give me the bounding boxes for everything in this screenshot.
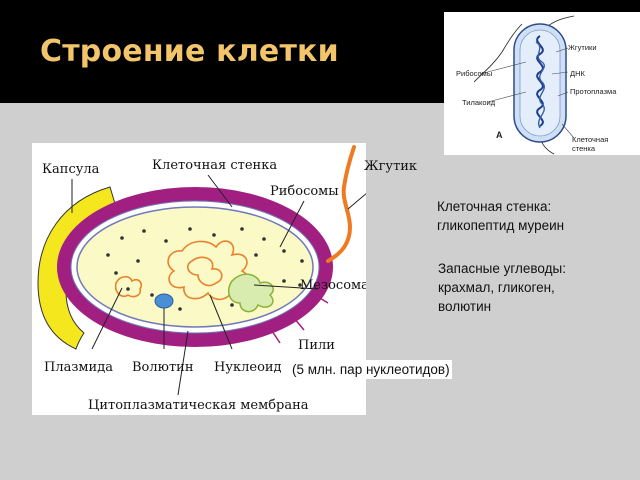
cell-wall-note-line2: гликопептид муреин bbox=[437, 218, 565, 233]
small-dna-strand bbox=[535, 41, 545, 129]
reserve-note-line1: Запасные углеводы: bbox=[438, 261, 566, 276]
nucleoid-size-note: (5 млн. пар нуклеотидов) bbox=[290, 360, 452, 379]
small-label-protoplasm: Протоплазма bbox=[570, 87, 617, 96]
label-plasmid: Плазмида bbox=[44, 360, 113, 375]
ribosome-dots bbox=[106, 227, 304, 311]
cell-wall-note: Клеточная стенка: гликопептид муреин bbox=[437, 197, 564, 235]
volutin-shape bbox=[154, 293, 174, 309]
reserve-note-line2: крахмал, гликоген, bbox=[438, 280, 555, 295]
label-capsule: Капсула bbox=[42, 162, 100, 177]
plasmid-shape bbox=[114, 275, 143, 298]
cytoplasm-shape bbox=[76, 206, 314, 328]
bacterial-cell-diagram: Капсула Клеточная стенка Рибосомы Мезосо… bbox=[32, 143, 366, 415]
small-label-ribosomes: Рибосомы bbox=[456, 69, 492, 78]
small-label-thylakoid: Тилакоид bbox=[462, 98, 496, 107]
pili-shape bbox=[271, 294, 329, 344]
flagellum-shape bbox=[326, 145, 356, 263]
label-cell-wall: Клеточная стенка bbox=[152, 158, 277, 173]
small-label-panel: А bbox=[496, 130, 503, 140]
small-label-flagella: Жгутики bbox=[568, 43, 597, 52]
small-leader-lines bbox=[479, 47, 575, 139]
small-protoplasm-shape bbox=[519, 29, 561, 137]
slide-title: Строение клетки bbox=[40, 34, 339, 69]
cell-wall-note-line1: Клеточная стенка: bbox=[437, 199, 552, 214]
mesosome-shape bbox=[227, 273, 274, 313]
small-label-dna: ДНК bbox=[570, 69, 585, 78]
small-cell-diagram: Рибосомы Тилакоид Жгутики ДНК Протоплазм… bbox=[444, 12, 640, 155]
leader-lines bbox=[71, 174, 366, 396]
reserve-note-line3: волютин bbox=[438, 299, 492, 314]
label-ribosomes: Рибосомы bbox=[270, 184, 339, 199]
small-label-cell-wall-2: стенка bbox=[572, 144, 596, 153]
label-cytoplasmic-membrane: Цитоплазматическая мембрана bbox=[88, 398, 309, 413]
label-nucleoid: Нуклеоид bbox=[214, 360, 282, 375]
small-dna-shape bbox=[536, 35, 544, 127]
label-flagellum: Жгутик bbox=[364, 159, 417, 174]
label-pili: Пили bbox=[298, 338, 335, 353]
label-mesosome: Мезосома bbox=[300, 278, 366, 293]
flagellum-label-area: Жгутик bbox=[364, 159, 417, 174]
small-label-cell-wall-1: Клеточная bbox=[572, 135, 608, 144]
label-volutin: Волютин bbox=[132, 360, 193, 375]
reserve-carbs-note: Запасные углеводы: крахмал, гликоген, во… bbox=[438, 259, 566, 316]
